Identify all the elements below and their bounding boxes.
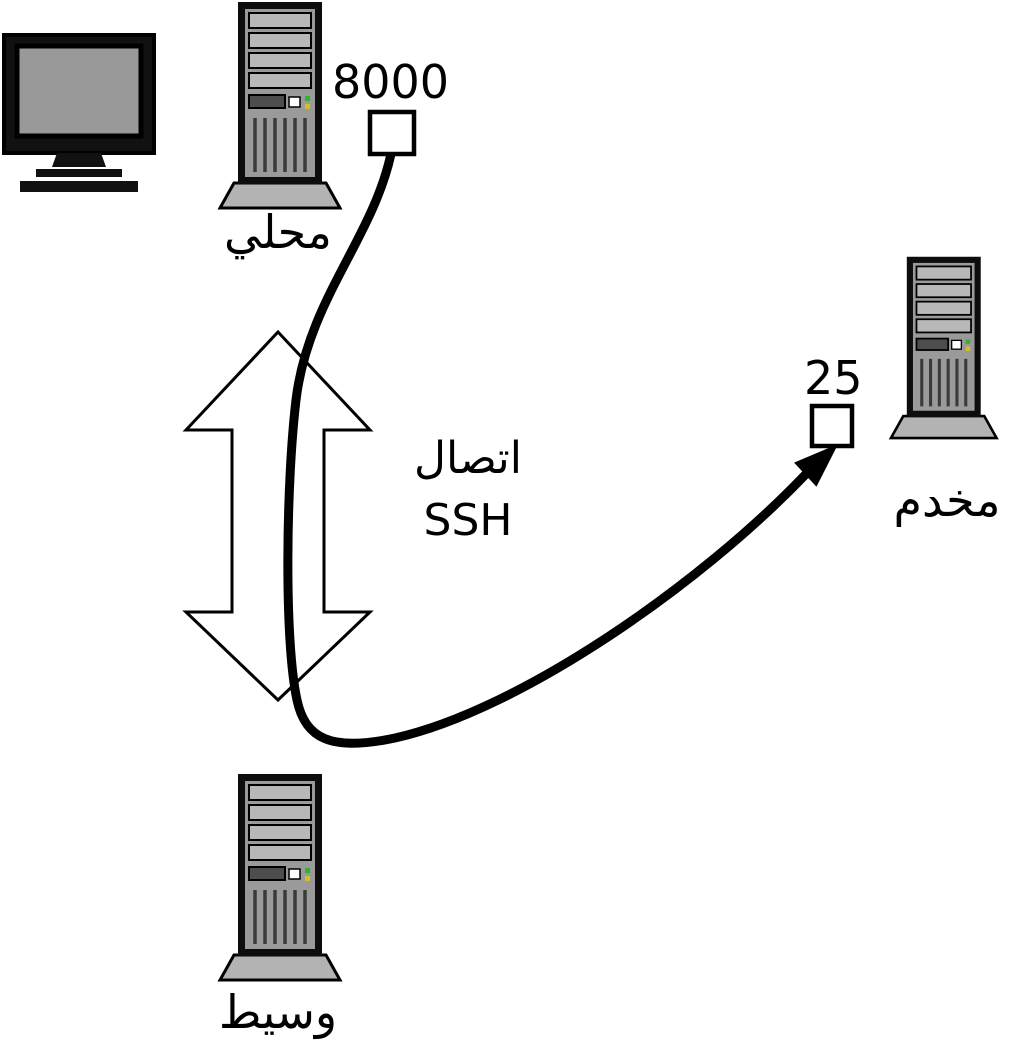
ssh-connection-label-line2: SSH	[423, 495, 513, 546]
ssh-connection-label-line1: اتصال	[413, 433, 522, 484]
port-25-label: 25	[804, 351, 863, 405]
server-computer-tower-icon	[889, 255, 999, 440]
arrowhead-icon	[794, 444, 839, 487]
local-computer-tower-icon	[218, 0, 342, 210]
monitor-icon	[2, 33, 156, 192]
local-host-label: محلي	[224, 205, 332, 259]
ssh-tunnel-line	[283, 149, 811, 748]
proxy-computer-tower-icon	[218, 772, 342, 982]
port-8000-box	[367, 109, 417, 157]
proxy-host-label: وسيط	[218, 985, 338, 1039]
bidirectional-arrow-icon	[182, 329, 374, 703]
port-25-box	[809, 403, 855, 449]
port-8000-label: 8000	[332, 55, 450, 109]
server-host-label: مخدم	[893, 473, 1001, 527]
